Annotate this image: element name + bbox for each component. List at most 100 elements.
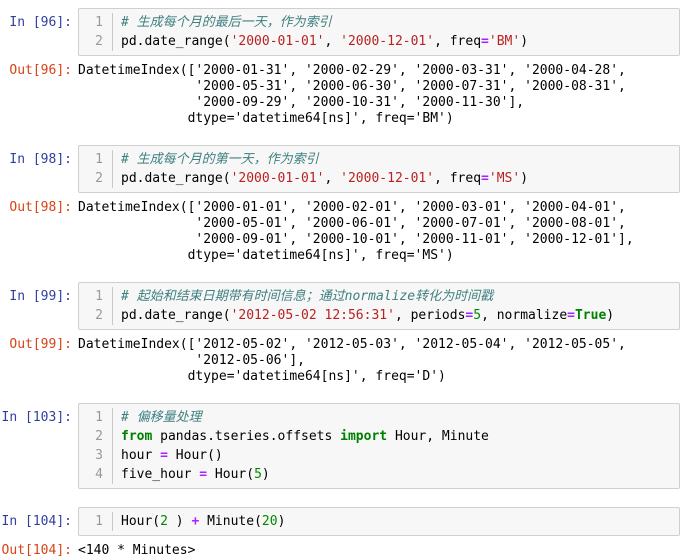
code-line: from pandas.tseries.offsets import Hour,… (121, 427, 679, 446)
code-token: Hour( (207, 467, 255, 482)
code-token: 'BM' (488, 34, 521, 49)
line-number-gutter: 1 (79, 512, 113, 531)
code-line: pd.date_range('2000-01-01', '2000-12-01'… (121, 32, 679, 51)
line-number: 1 (95, 514, 103, 529)
output-text: DatetimeIndex(['2000-01-01', '2000-02-01… (78, 200, 634, 263)
code-token: # 起始和结束日期带有时间信息；通过normalize转化为时间戳 (121, 289, 494, 304)
code-line: pd.date_range('2012-05-02 12:56:31', per… (121, 306, 679, 325)
code-token: True (574, 308, 607, 323)
code-token: '2000-01-01' (230, 171, 325, 186)
code-token: from (121, 429, 153, 444)
code-line: # 偏移量处理 (121, 408, 679, 427)
code-editor: # 起始和结束日期带有时间信息；通过normalize转化为时间戳 pd.date… (113, 287, 679, 325)
line-number: 2 (95, 308, 103, 323)
code-token: '2000-01-01' (230, 34, 325, 49)
code-line: # 生成每个月的最后一天，作为索引 (121, 13, 679, 32)
line-number: 1 (95, 410, 103, 425)
code-token: = (481, 34, 489, 49)
input-prompt: In [98]: (9, 152, 72, 167)
code-token: = (465, 308, 474, 323)
code-token: pd.date_range( (121, 34, 231, 49)
code-token: '2012-05-02 12:56:31' (230, 308, 395, 323)
code-line: pd.date_range('2000-01-01', '2000-12-01'… (121, 169, 679, 188)
code-input-area[interactable]: 1 2 # 生成每个月的最后一天，作为索引 pd.date_range('2000-0… (78, 8, 680, 56)
output-prompt: Out[99]: (9, 337, 72, 352)
line-number: 1 (95, 152, 103, 167)
code-line: # 起始和结束日期带有时间信息；通过normalize转化为时间戳 (121, 287, 679, 306)
code-token: = (160, 448, 168, 463)
code-line: # 生成每个月的第一天，作为索引 (121, 150, 679, 169)
code-token: , freq (434, 34, 482, 49)
output-row: Out[99]: DatetimeIndex(['2012-05-02', '20… (0, 337, 680, 385)
input-prompt: In [96]: (9, 15, 72, 30)
code-token: ) (261, 467, 270, 482)
output-prompt: Out[98]: (9, 200, 72, 215)
code-token: 2 (160, 514, 168, 529)
code-token: ) (520, 34, 529, 49)
code-token: Hour() (167, 448, 223, 463)
output-row: Out[96]:DatetimeIndex(['2000-01-31', '20… (0, 63, 680, 127)
line-number: 2 (95, 34, 103, 49)
output-prompt: Out[104]: (1, 543, 72, 558)
code-token: ) (606, 308, 615, 323)
code-token: 5 (473, 308, 482, 323)
line-number: 2 (95, 429, 103, 444)
code-token: Minute( (199, 514, 262, 529)
code-cell: In [96]: 1 2 # 生成每个月的最后一天，作为索引 pd.date_range… (0, 8, 680, 127)
code-editor: Hour(2 ) + Minute(20) (113, 512, 679, 531)
code-line: Hour(2 ) + Minute(20) (121, 512, 679, 531)
code-token: , normalize (481, 308, 568, 323)
code-token: # 生成每个月的第一天，作为索引 (121, 152, 319, 167)
code-editor: # 生成每个月的第一天，作为索引 pd.date_range('2000-01-0… (113, 150, 679, 188)
code-token: Hour( (121, 514, 161, 529)
code-token: ) (167, 514, 192, 529)
code-line: hour = Hour() (121, 446, 679, 465)
code-token: 20 (261, 514, 278, 529)
code-line: five_hour = Hour(5) (121, 465, 679, 484)
code-token: 'MS' (488, 171, 521, 186)
output-prompt: Out[96]: (9, 63, 72, 78)
output-row: Out[98]: DatetimeIndex(['2000-01-01', '20… (0, 200, 680, 264)
code-token: = (199, 467, 208, 482)
line-number: 2 (95, 171, 103, 186)
code-token: ) (277, 514, 286, 529)
code-token: import (340, 429, 388, 444)
code-token: , (324, 171, 341, 186)
code-input-area[interactable]: 1 Hour(2 ) + Minute(20) (78, 507, 680, 536)
code-token: + (191, 514, 200, 529)
output-text: DatetimeIndex(['2012-05-02', '2012-05-03… (78, 337, 626, 384)
line-number: 1 (95, 15, 103, 30)
code-token: pandas.tseries.offsets (152, 429, 341, 444)
input-prompt: In [103]: (1, 410, 72, 425)
code-token: five_hour (121, 467, 200, 482)
output-row: Out[104]:<140 * Minutes> (0, 543, 680, 559)
line-number: 3 (95, 448, 103, 463)
code-token: # 生成每个月的最后一天，作为索引 (121, 15, 332, 30)
code-token: '2000-12-01' (340, 171, 435, 186)
code-token: , periods (394, 308, 466, 323)
code-token: ) (520, 171, 529, 186)
code-token: 5 (254, 467, 262, 482)
code-token: , freq (434, 171, 482, 186)
code-token: Hour, Minute (387, 429, 489, 444)
code-token: pd.date_range( (121, 171, 231, 186)
input-row: In [96]: 1 2 # 生成每个月的最后一天，作为索引 pd.date_range… (0, 8, 680, 56)
code-token: hour (121, 448, 161, 463)
code-token: = (567, 308, 575, 323)
code-token: '2000-12-01' (340, 34, 435, 49)
code-token: , (324, 34, 341, 49)
input-prompt: In [99]: (9, 289, 72, 304)
